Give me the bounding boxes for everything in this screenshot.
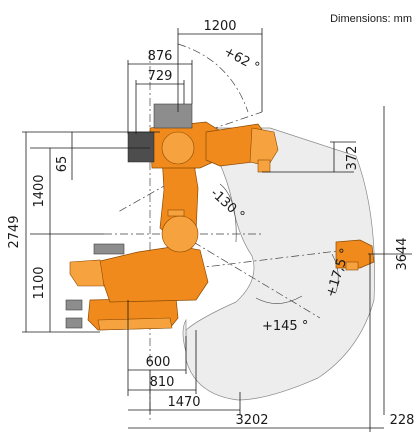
flange-lower — [345, 261, 359, 271]
motor-pack — [127, 131, 155, 163]
wrist-upper — [249, 127, 279, 167]
arm-down-centerline — [179, 233, 321, 319]
work-envelope-lower — [182, 318, 187, 353]
base-connector-lower — [65, 317, 83, 329]
dim-2749: 2749 — [7, 215, 22, 248]
angle-plus62: +62 ° — [221, 44, 262, 75]
base-connector-upper — [65, 299, 83, 311]
dim-1100: 1100 — [32, 266, 47, 299]
dim-3644: 3644 — [395, 237, 410, 270]
axis3-joint — [161, 131, 195, 165]
dim-1200: 1200 — [203, 19, 236, 34]
arc-plus17-5 — [331, 253, 339, 293]
dim-228: 228 — [390, 413, 415, 428]
wrist-lower — [335, 239, 375, 269]
dim-600: 600 — [146, 355, 171, 370]
axis2-joint — [161, 215, 199, 253]
angle-plus145: +145 ° — [262, 319, 308, 334]
arc-plus145 — [255, 295, 303, 304]
robot-column — [95, 245, 209, 303]
flange-upper — [257, 159, 271, 173]
arm-label-plate — [167, 209, 185, 217]
arc-minus130 — [219, 183, 237, 243]
dim-1400: 1400 — [32, 174, 47, 207]
dim-810: 810 — [150, 375, 175, 390]
dim-1470: 1470 — [167, 395, 200, 410]
arc-plus62 — [177, 43, 249, 113]
dim-876: 876 — [148, 49, 173, 64]
robot-base-plate — [97, 317, 173, 331]
arm-up-centerline — [179, 111, 263, 141]
dim-65: 65 — [55, 156, 70, 173]
motor-cover — [153, 103, 193, 129]
counterweight — [69, 259, 105, 287]
dim-729: 729 — [148, 69, 173, 84]
units-label: Dimensions: mm — [330, 13, 412, 25]
dim-372: 372 — [345, 146, 360, 171]
dim-3202: 3202 — [235, 413, 268, 428]
arm-horizontal-centerline — [179, 249, 347, 271]
balancer-cylinder — [93, 243, 125, 255]
